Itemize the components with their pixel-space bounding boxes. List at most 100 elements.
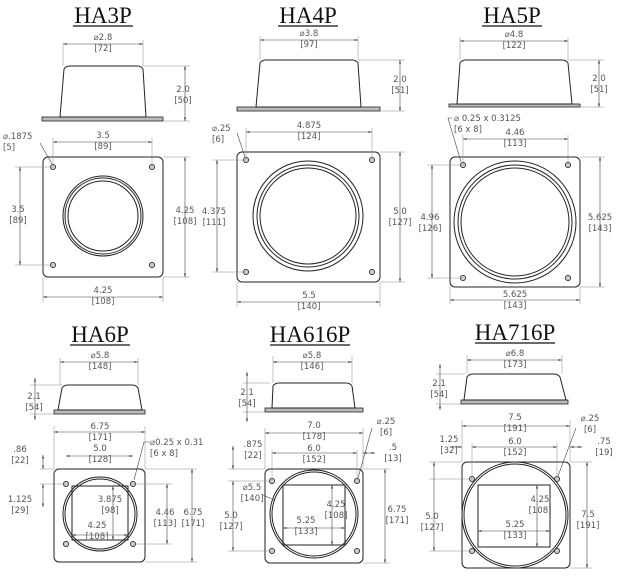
part-drawing-ha716p: HA716P⌀6.8[173]2.1[54]7.5[191]6.0[152]1.… — [421, 320, 613, 569]
collar-ring — [67, 180, 139, 252]
top-diameter-inch-label: ⌀4.8 — [505, 30, 524, 40]
hole-spacing-x-mm-label: [113] — [504, 139, 527, 149]
ring-diameter-mm-label: [140] — [241, 494, 264, 504]
leader-line — [133, 441, 150, 481]
plate-width-inch-label: 7.5 — [508, 413, 522, 423]
side-offset-mm-label: [29] — [11, 506, 28, 516]
mounting-plate — [264, 468, 364, 564]
hole-spacing-y-mm-label: [126] — [419, 224, 442, 234]
part-title: HA5P — [483, 3, 541, 28]
top-offset-inch-label: 1.25 — [440, 435, 459, 445]
hole-spacing-y-inch-label: 4.96 — [421, 213, 440, 223]
top-diameter-inch-label: ⌀5.8 — [91, 351, 110, 361]
part-title: HA616P — [270, 322, 351, 347]
opening-height-mm-label: [108] — [529, 506, 552, 516]
opening-height-inch-label: 3.875 — [98, 495, 122, 505]
side-offset-inch-label: 1.125 — [8, 495, 32, 505]
plate-width-inch-label: 5.625 — [503, 290, 527, 300]
hole-size-mm-label: [6] — [212, 135, 224, 145]
hole-spacing-y-mm-label: [127] — [421, 523, 444, 533]
plate-height-mm-label: [127] — [389, 218, 412, 228]
collar-ring — [453, 160, 577, 284]
hole-spacing-x-inch-label: 5.0 — [93, 444, 107, 454]
opening-width-mm-label: [133] — [504, 531, 527, 541]
plate-width-mm-label: [191] — [504, 424, 527, 434]
leader-line — [39, 142, 53, 165]
flange — [53, 409, 146, 415]
plate-height-inch-label: 5.625 — [588, 213, 612, 223]
top-view — [449, 156, 581, 288]
height-inch-label: 2.0 — [592, 74, 606, 84]
hole-spacing-y-inch-label: 4.375 — [202, 207, 226, 217]
collar-ring — [457, 164, 573, 280]
top-diameter-mm-label: [146] — [301, 362, 324, 372]
hole-crosshair — [369, 269, 375, 275]
hole-size-mm-label: [6] — [380, 428, 392, 438]
opening-outline — [477, 484, 551, 548]
hole-spacing-x-inch-label: 3.5 — [96, 131, 110, 141]
opening-height-mm-label: [108] — [325, 511, 348, 521]
top-view — [42, 156, 164, 278]
hole-size-mm-label: [6 x 8] — [150, 449, 178, 459]
plate-width-inch-label: 7.0 — [307, 421, 321, 431]
side-view — [264, 382, 364, 413]
top-view — [461, 461, 571, 569]
opening-height-inch-label: 4.25 — [531, 495, 550, 505]
hole-spacing-x-inch-label: 6.0 — [508, 437, 522, 447]
plate-height-mm-label: [191] — [577, 521, 600, 531]
part-title: HA3P — [74, 3, 132, 28]
collar-ring — [463, 463, 567, 567]
hole-size-mm-label: [5] — [3, 143, 15, 153]
top-diameter-mm-label: [148] — [89, 362, 112, 372]
hole-size-inch-label: ⌀0.25 x 0.31 — [150, 438, 203, 448]
top-diameter-inch-label: ⌀3.8 — [300, 29, 319, 39]
height-mm-label: [54] — [238, 399, 255, 409]
plate-height-inch-label: 5.0 — [393, 207, 407, 217]
hole-size-mm-label: [6] — [584, 425, 596, 435]
height-mm-label: [51] — [590, 85, 607, 95]
opening-height-mm-label: [98] — [101, 506, 118, 516]
hole-spacing-y-inch-label: 5.0 — [224, 511, 238, 521]
top-offset-inch-label: .875 — [244, 440, 263, 450]
collar-body — [456, 59, 573, 105]
plate-width-mm-label: [171] — [89, 433, 112, 443]
mounting-plate — [449, 156, 581, 288]
hole-size-inch-label: ⌀.25 — [581, 414, 600, 424]
side-view — [448, 59, 581, 108]
collar-body — [255, 59, 362, 108]
hole-crosshair — [149, 262, 155, 268]
collar-ring — [256, 164, 360, 268]
hole-spacing-x-mm-label: [128] — [89, 455, 112, 465]
opening-width-mm-label: [133] — [295, 527, 318, 537]
hole-size-inch-label: ⌀ 0.25 x 0.3125 — [454, 114, 521, 124]
top-diameter-inch-label: ⌀5.8 — [303, 351, 322, 361]
height-inch-label: 2.0 — [176, 85, 190, 95]
hole-spacing-x-mm-label: [152] — [504, 448, 527, 458]
height-mm-label: [54] — [430, 390, 447, 400]
collar-ring — [62, 476, 138, 552]
collar-ring — [259, 167, 357, 265]
height-inch-label: 2.1 — [240, 388, 254, 398]
hole-crosshair — [63, 541, 69, 547]
part-title: HA6P — [71, 322, 129, 347]
flange — [236, 106, 381, 112]
part-drawing-ha3p: HA3P⌀2.8[72]2.0[50]3.5[89]3.5[89]4.25[10… — [3, 3, 196, 307]
plate-width-mm-label: [108] — [92, 297, 115, 307]
plate-width-mm-label: [140] — [298, 302, 321, 312]
part-drawing-ha6p: HA6P⌀5.8[148]2.1[54]6.75[171]5.0[128].86… — [8, 322, 204, 563]
plate-height-mm-label: [143] — [589, 224, 612, 234]
right-offset-mm-label: [19] — [595, 448, 612, 458]
height-inch-label: 2.0 — [393, 75, 407, 85]
collar-body — [463, 373, 567, 401]
plate-height-inch-label: 6.75 — [388, 505, 407, 515]
hole-spacing-y-mm-label: [111] — [203, 218, 226, 228]
opening-height-inch-label: 4.25 — [327, 500, 346, 510]
hole-spacing-y-mm-label: [113] — [154, 519, 177, 529]
mounting-plate — [42, 156, 164, 278]
leader-line — [262, 494, 275, 501]
side-view — [53, 384, 146, 415]
opening-width-inch-label: 5.25 — [297, 516, 316, 526]
collar-ring — [252, 160, 364, 272]
top-view — [236, 151, 381, 283]
